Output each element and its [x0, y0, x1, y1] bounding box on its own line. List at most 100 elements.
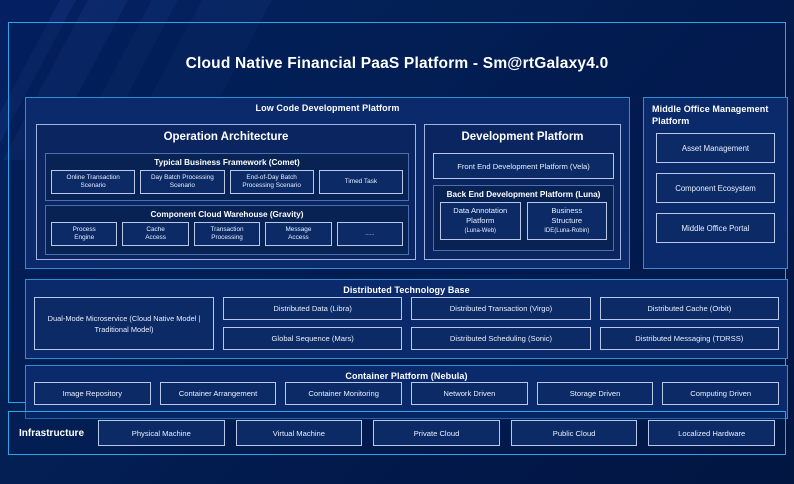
- distributed-column-1: Distributed Data (Libra) Global Sequence…: [223, 297, 403, 350]
- low-code-title: Low Code Development Platform: [255, 103, 400, 113]
- subsection-development-platform: Development Platform Front End Developme…: [424, 124, 621, 260]
- chip-line-1: Process: [72, 225, 96, 233]
- chip-line-2: Scenario: [169, 182, 195, 189]
- distributed-technology-base-title: Distributed Technology Base: [343, 285, 470, 295]
- chip-line-1: Online Transaction: [66, 173, 120, 181]
- chip-distributed-data[interactable]: Distributed Data (Libra): [223, 297, 403, 320]
- chip-public-cloud[interactable]: Public Cloud: [510, 420, 638, 446]
- chip-line-2: Processing Scenario: [242, 182, 301, 189]
- group-component-cloud-warehouse: Component Cloud Warehouse (Gravity) Proc…: [45, 205, 409, 255]
- infrastructure-label: Infrastructure: [19, 427, 85, 439]
- typical-business-framework-items: Online Transaction Scenario Day Batch Pr…: [46, 170, 408, 194]
- chip-label: Component Ecosystem: [675, 183, 756, 193]
- chip-label: Computing Driven: [690, 389, 752, 398]
- chip-line-3: Model): [130, 324, 154, 334]
- chip-label: Localized Hardware: [678, 428, 746, 438]
- chip-label: Distributed Cache (Orbit): [647, 304, 732, 313]
- chip-middle-office-portal[interactable]: Middle Office Portal: [656, 213, 775, 243]
- chip-line-2: Structure: [551, 216, 583, 225]
- chip-transaction-processing[interactable]: Transaction Processing: [193, 222, 261, 246]
- chip-line-2: Engine: [74, 234, 95, 241]
- chip-more-ellipsis[interactable]: ......: [336, 222, 404, 246]
- chip-line-1: Transaction: [210, 225, 244, 233]
- chip-end-of-day-batch-processing-scenario[interactable]: End-of-Day Batch Processing Scenario: [229, 170, 314, 194]
- chip-image-repository[interactable]: Image Repository: [34, 382, 151, 405]
- section-distributed-technology-base: Distributed Technology Base Dual-Mode Mi…: [25, 279, 788, 359]
- development-platform-title: Development Platform: [461, 131, 584, 143]
- chip-label: Physical Machine: [131, 428, 191, 438]
- chip-label: Asset Management: [681, 143, 750, 153]
- container-platform-items: Image Repository Container Arrangement C…: [26, 381, 787, 405]
- chip-front-end-development-platform[interactable]: Front End Development Platform (Vela): [433, 153, 614, 179]
- back-end-items: Data Annotation Platform (Luna-Web) Busi…: [434, 202, 613, 240]
- group-typical-business-framework: Typical Business Framework (Comet) Onlin…: [45, 153, 409, 201]
- chip-label: Distributed Scheduling (Sonic): [449, 334, 553, 343]
- chip-line-2: Platform: [466, 216, 495, 225]
- chip-container-arrangement[interactable]: Container Arrangement: [159, 382, 277, 405]
- chip-line-1: End-of-Day Batch: [246, 173, 297, 181]
- chip-distributed-scheduling[interactable]: Distributed Scheduling (Sonic): [411, 327, 591, 350]
- group-back-end-development-platform: Back End Development Platform (Luna) Dat…: [433, 185, 614, 251]
- chip-timed-task[interactable]: Timed Task: [318, 170, 403, 194]
- middle-office-title: Middle Office Management Platform: [652, 104, 769, 126]
- chip-data-annotation-platform[interactable]: Data Annotation Platform (Luna-Web): [440, 202, 521, 240]
- chip-component-ecosystem[interactable]: Component Ecosystem: [656, 173, 775, 203]
- chip-dual-mode-microservice[interactable]: Dual-Mode Microservice (Cloud Native Mod…: [34, 297, 214, 350]
- chip-storage-driven[interactable]: Storage Driven: [536, 382, 654, 405]
- page-title: Cloud Native Financial PaaS Platform - S…: [185, 55, 609, 72]
- section-middle-office-management-platform: Middle Office Management Platform Asset …: [643, 97, 788, 269]
- operation-architecture-title: Operation Architecture: [163, 131, 289, 143]
- chip-line-1: Timed Task: [344, 177, 378, 185]
- chip-label: Container Monitoring: [308, 389, 379, 398]
- chip-network-driven[interactable]: Network Driven: [411, 382, 528, 405]
- chip-distributed-cache[interactable]: Distributed Cache (Orbit): [599, 297, 779, 320]
- chip-line-1: Data Annotation: [453, 206, 508, 215]
- chip-label: Private Cloud: [413, 428, 460, 438]
- middle-office-items: Asset Management Component Ecosystem Mid…: [644, 127, 787, 243]
- back-end-development-platform-title: Back End Development Platform (Luna): [446, 190, 601, 199]
- chip-global-sequence[interactable]: Global Sequence (Mars): [223, 327, 403, 350]
- chip-physical-machine[interactable]: Physical Machine: [98, 420, 225, 446]
- chip-line-3: IDE(Luna-Robin): [544, 228, 590, 234]
- typical-business-framework-title: Typical Business Framework (Comet): [154, 158, 300, 167]
- chip-label: Storage Driven: [569, 389, 621, 398]
- chip-day-batch-processing-scenario[interactable]: Day Batch Processing Scenario: [140, 170, 225, 194]
- chip-line-1: Dual-Mode Microservice: [47, 313, 128, 323]
- chip-label: Global Sequence (Mars): [271, 334, 354, 343]
- distributed-column-3: Distributed Cache (Orbit) Distributed Me…: [599, 297, 779, 350]
- chip-label: Network Driven: [443, 389, 496, 398]
- chip-line-2: Processing: [211, 234, 243, 241]
- infrastructure-items: Physical Machine Virtual Machine Private…: [98, 420, 785, 446]
- chip-message-access[interactable]: Message Access: [265, 222, 332, 246]
- chip-asset-management[interactable]: Asset Management: [656, 133, 775, 163]
- chip-virtual-machine[interactable]: Virtual Machine: [235, 420, 363, 446]
- subsection-operation-architecture: Operation Architecture Typical Business …: [36, 124, 416, 260]
- chip-distributed-transaction[interactable]: Distributed Transaction (Virgo): [411, 297, 591, 320]
- section-container-platform: Container Platform (Nebula) Image Reposi…: [25, 365, 788, 419]
- chip-line-1: Day Batch Processing: [150, 173, 214, 181]
- chip-label: Distributed Transaction (Virgo): [449, 304, 553, 313]
- chip-label: Virtual Machine: [272, 428, 325, 438]
- chip-label: Distributed Messaging (TDRSS): [635, 334, 744, 343]
- chip-distributed-messaging[interactable]: Distributed Messaging (TDRSS): [599, 327, 779, 350]
- chip-container-monitoring[interactable]: Container Monitoring: [285, 382, 403, 405]
- chip-computing-driven[interactable]: Computing Driven: [662, 382, 780, 405]
- chip-label: Image Repository: [62, 389, 123, 398]
- chip-line-1: Cache: [146, 225, 165, 233]
- chip-private-cloud[interactable]: Private Cloud: [373, 420, 500, 446]
- chip-process-engine[interactable]: Process Engine: [51, 222, 118, 246]
- section-low-code-development-platform: Low Code Development Platform Operation …: [25, 97, 630, 269]
- chip-online-transaction-scenario[interactable]: Online Transaction Scenario: [51, 170, 136, 194]
- chip-label: Container Arrangement: [178, 389, 258, 398]
- chip-business-structure-ide[interactable]: Business Structure IDE(Luna-Robin): [526, 202, 607, 240]
- chip-localized-hardware[interactable]: Localized Hardware: [648, 420, 775, 446]
- chip-cache-access[interactable]: Cache Access: [122, 222, 189, 246]
- chip-line-2: (Cloud Native Model | Traditional: [94, 313, 201, 334]
- chip-line-2: Access: [145, 234, 166, 241]
- main-platform-frame: Cloud Native Financial PaaS Platform - S…: [8, 22, 788, 419]
- chip-line-1: Business: [551, 206, 583, 215]
- chip-line-2: Scenario: [80, 182, 106, 189]
- chip-label: Middle Office Portal: [681, 223, 750, 233]
- distributed-column-2: Distributed Transaction (Virgo) Distribu…: [411, 297, 591, 350]
